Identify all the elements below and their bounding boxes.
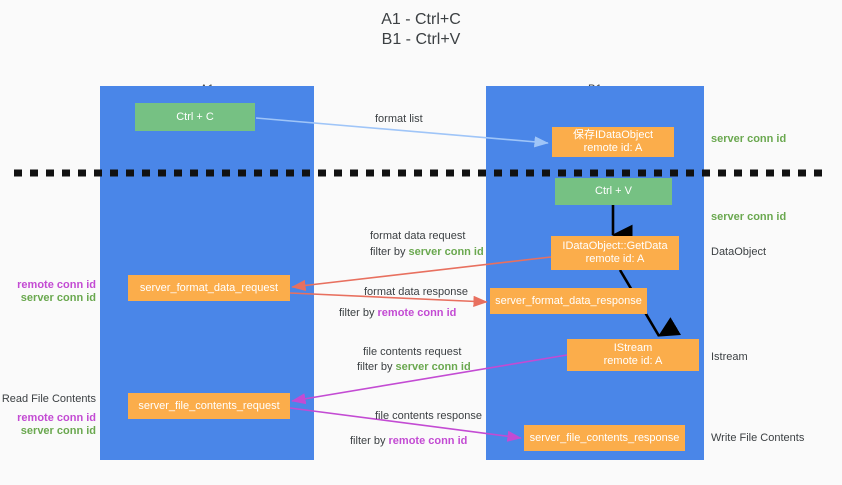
- label-file-contents-response-filter: filter by remote conn id: [350, 434, 467, 448]
- annotation-server-conn-id-format: server conn id: [20, 292, 96, 304]
- filter-prefix: filter by: [357, 361, 396, 373]
- node-server-format-data-response[interactable]: server_format_data_response: [490, 288, 647, 314]
- annotation-dataobject: DataObject: [711, 246, 767, 258]
- node-istream[interactable]: IStream remote id: A: [567, 339, 699, 371]
- annotation-remote-conn-id-format: remote conn id: [17, 279, 96, 291]
- node-server-file-contents-response[interactable]: server_file_contents_response: [524, 425, 685, 451]
- page-title: A1 - Ctrl+C B1 - Ctrl+V: [381, 11, 461, 48]
- annotation-write-file-contents: Write File Contents: [711, 432, 805, 444]
- node-server-format-data-request[interactable]: server_format_data_request: [128, 275, 290, 301]
- label-format-data-response-filter: filter by remote conn id: [339, 306, 456, 320]
- annotation-istream: Istream: [711, 351, 748, 363]
- node-ctrl-c[interactable]: Ctrl + C: [135, 103, 255, 131]
- label-format-data-request: format data request: [370, 230, 466, 242]
- label-format-data-response: format data response: [364, 286, 468, 298]
- annotation-server-conn-id-1: server conn id: [711, 133, 787, 145]
- filter-prefix: filter by: [350, 435, 389, 447]
- annotation-remote-conn-id-file: remote conn id: [17, 412, 96, 424]
- annotation-server-conn-id-file: server conn id: [20, 425, 96, 437]
- node-save-idataobject[interactable]: 保存IDataObject remote id: A: [552, 127, 674, 157]
- node-server-file-contents-request[interactable]: server_file_contents_request: [128, 393, 290, 419]
- filter-prefix: filter by: [339, 307, 378, 319]
- filter-value-remote-conn-id: remote conn id: [388, 435, 468, 447]
- label-format-data-request-filter: filter by server conn id: [370, 245, 484, 259]
- node-idataobject-getdata[interactable]: IDataObject::GetData remote id: A: [551, 236, 679, 270]
- node-ctrl-v[interactable]: Ctrl + V: [555, 178, 672, 205]
- filter-value-server-conn-id: server conn id: [395, 361, 471, 373]
- filter-value-remote-conn-id: remote conn id: [377, 307, 457, 319]
- annotation-read-file-contents: Read File Contents: [1, 393, 96, 405]
- filter-prefix: filter by: [370, 246, 409, 258]
- label-file-contents-request-filter: filter by server conn id: [357, 360, 471, 374]
- label-file-contents-response: file contents response: [375, 410, 483, 422]
- annotation-server-conn-id-2: server conn id: [711, 211, 787, 223]
- label-format-list: format list: [375, 113, 423, 125]
- label-file-contents-request: file contents request: [363, 346, 462, 358]
- filter-value-server-conn-id: server conn id: [408, 246, 484, 258]
